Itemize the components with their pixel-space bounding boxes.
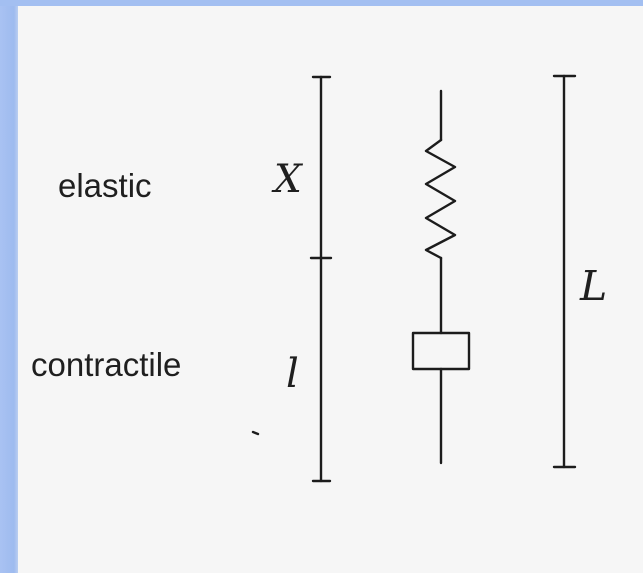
spring-element [424,138,457,260]
contractile-label: contractile [31,346,182,383]
contractile-element-box [411,331,471,371]
total-length-symbol: L [580,262,608,310]
small-mark [251,430,260,436]
contractile-length-symbol: l [286,351,299,397]
top-band [0,0,643,6]
paper-page [18,6,643,573]
elastic-label: elastic [58,167,152,204]
elastic-length-symbol: X [274,157,302,202]
